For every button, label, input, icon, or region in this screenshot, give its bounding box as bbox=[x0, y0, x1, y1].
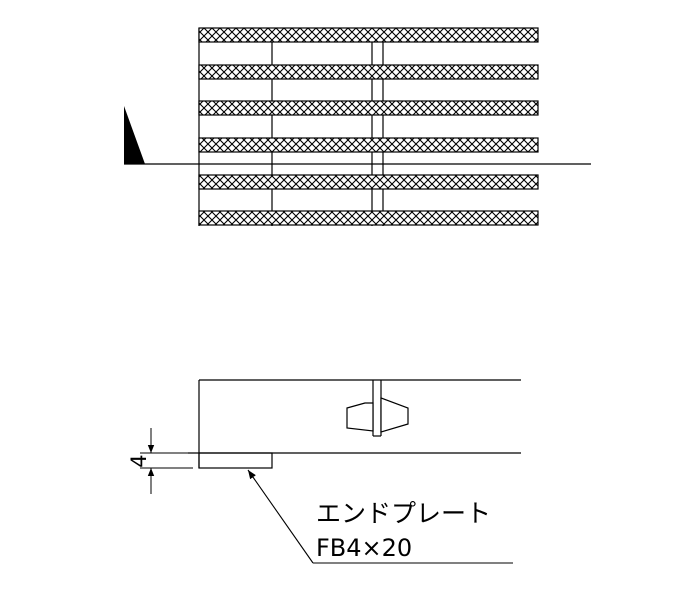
bearing-bar bbox=[198, 137, 539, 153]
bearing-bar bbox=[198, 27, 539, 43]
twisted-bar-left-half bbox=[346, 402, 374, 432]
bearing-bar bbox=[198, 174, 539, 190]
section-view: 4 エンドプレート FB4×20 bbox=[127, 379, 521, 564]
bearing-bar bbox=[198, 210, 539, 226]
bearing-bar bbox=[198, 100, 539, 116]
end-plate-leader bbox=[247, 469, 513, 564]
dimension-label: 4 bbox=[127, 454, 151, 467]
plan-view bbox=[124, 27, 591, 226]
twisted-bar-right-half bbox=[380, 397, 409, 433]
end-plate bbox=[198, 452, 273, 469]
section-mark-icon bbox=[124, 106, 145, 164]
bearing-bar bbox=[198, 64, 539, 80]
thickness-dimension: 4 bbox=[127, 428, 193, 494]
callout-name: エンドプレート bbox=[316, 499, 491, 528]
bearing-bars bbox=[198, 27, 539, 226]
leader-line bbox=[247, 469, 314, 564]
callout-spec: FB4×20 bbox=[316, 534, 412, 562]
